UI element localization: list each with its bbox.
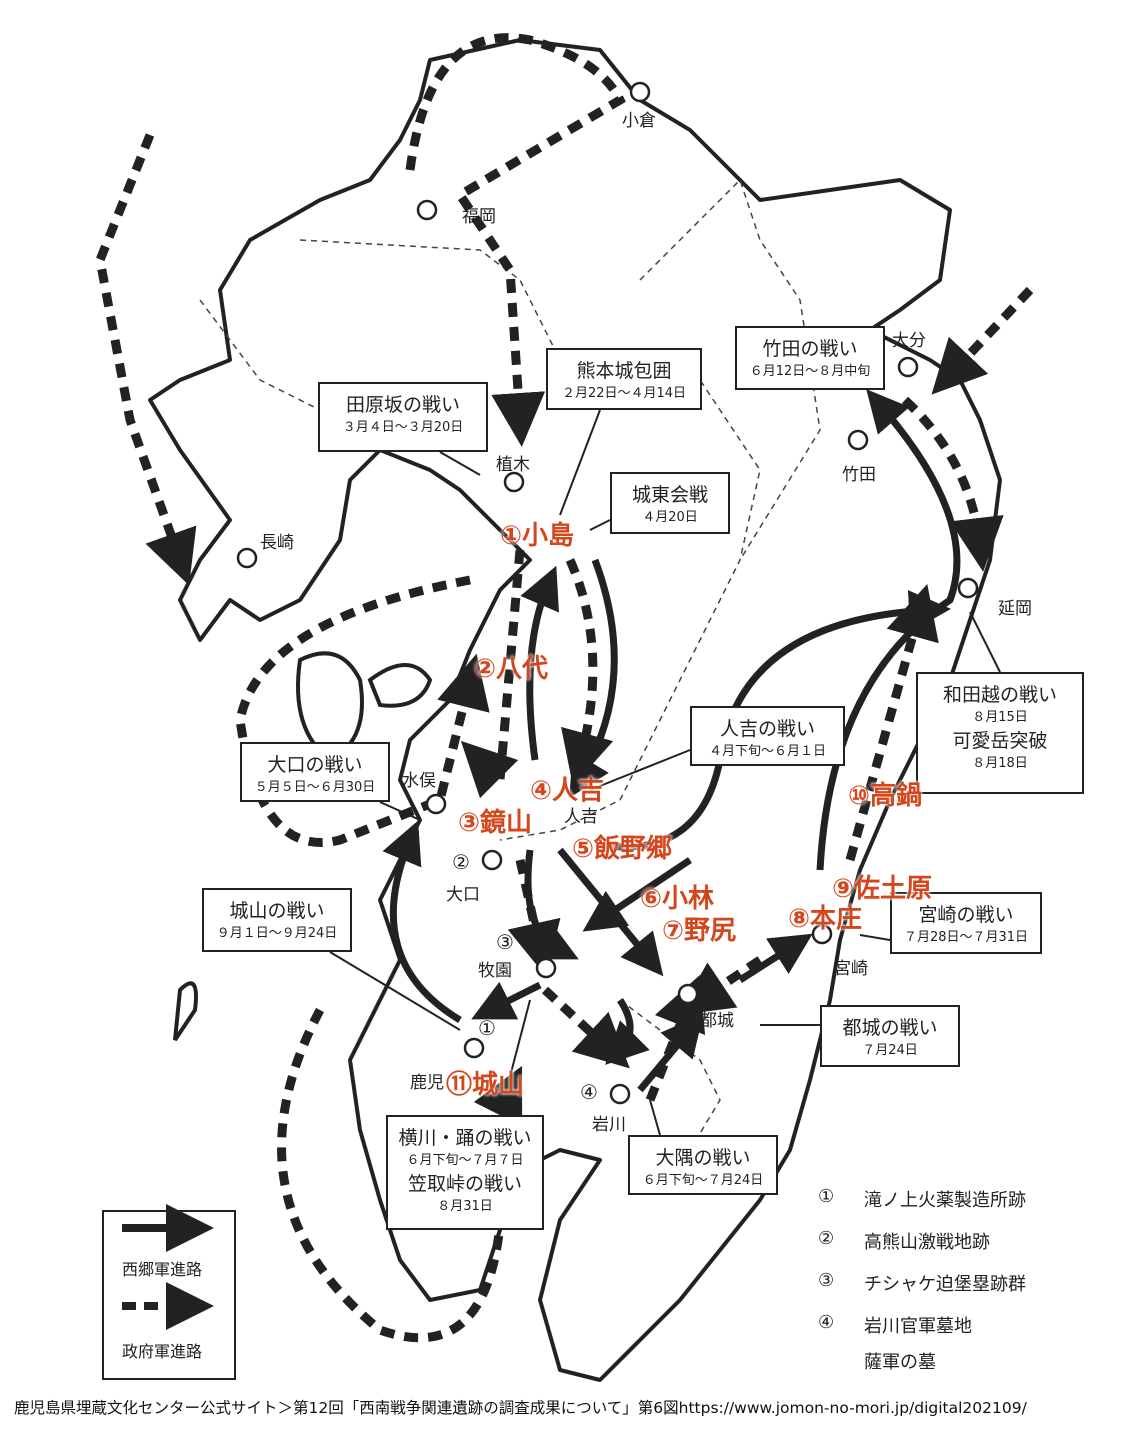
place-label-oita: 大分 (892, 331, 926, 351)
tanegashima-island (173, 981, 198, 1042)
place-label-iwagawa: 岩川 (592, 1115, 626, 1135)
place-label-nagasaki: 長崎 (260, 533, 294, 553)
callout-pointers (329, 409, 1001, 1136)
place-label-makizono: 牧園 (478, 961, 512, 981)
place-label-nobeoka: 延岡 (998, 599, 1032, 619)
battle-label-nojiri: ⑦野尻 (662, 916, 737, 946)
place-label-kokura: 小倉 (622, 111, 656, 131)
place-label-fukuoka: 福岡 (462, 207, 496, 227)
place-label-ueki: 植木 (496, 455, 530, 475)
place-label-okuchi: 大口 (446, 885, 480, 905)
battle-label-shiroyama: ⑪城山 (446, 1070, 525, 1100)
site-marker-2: ② (452, 850, 470, 874)
battle-label-hitoyoshi: ④人吉 (530, 776, 605, 806)
battle-label-yatsushiro: ②八代 (474, 654, 549, 684)
place-label-miyazaki: 宮崎 (834, 959, 868, 979)
legend-arrows (122, 1204, 214, 1330)
battle-label-iinogo: ⑤飯野郷 (572, 834, 673, 864)
legend: 西郷軍進路 政府軍進路 (102, 1210, 236, 1380)
battle-label-kojima: ①小島 (500, 521, 575, 551)
site-marker-1: ① (478, 1016, 496, 1040)
place-markers (236, 81, 979, 1105)
legend-government-army: 政府軍進路 (122, 1342, 203, 1361)
place-label-hitoyoshi: 人吉 (564, 807, 598, 827)
site-marker-4: ④ (580, 1080, 598, 1104)
amakusa-island (296, 651, 364, 763)
battle-label-kobayashi: ⑥小林 (640, 884, 715, 914)
legend-saigo-army: 西郷軍進路 (122, 1260, 203, 1279)
place-label-miyakonojo: 都城 (700, 1011, 734, 1031)
battle-label-honjo: ⑧本庄 (788, 904, 863, 934)
kyushu-coastline (148, 38, 1002, 1382)
site-marker-3: ③ (496, 930, 514, 954)
place-label-taketa: 竹田 (842, 465, 876, 485)
battle-label-kagamiyama: ③鏡山 (458, 808, 533, 838)
battle-label-sadowara: ⑨佐土原 (832, 874, 933, 904)
site-list-item: 薩軍の墓 (864, 1352, 936, 1373)
place-label-kagoshima: 鹿児 (410, 1073, 444, 1093)
place-label-minamata: 水俣 (402, 771, 436, 791)
source-caption: 鹿児島県埋蔵文化センター公式サイト＞第12回「西南戦争関連遺跡の調査成果について… (14, 1399, 1027, 1417)
battle-label-takanabe: ⑩高鍋 (848, 781, 923, 811)
amakusa-island (367, 663, 433, 708)
government-army-routes (95, 33, 1034, 1343)
